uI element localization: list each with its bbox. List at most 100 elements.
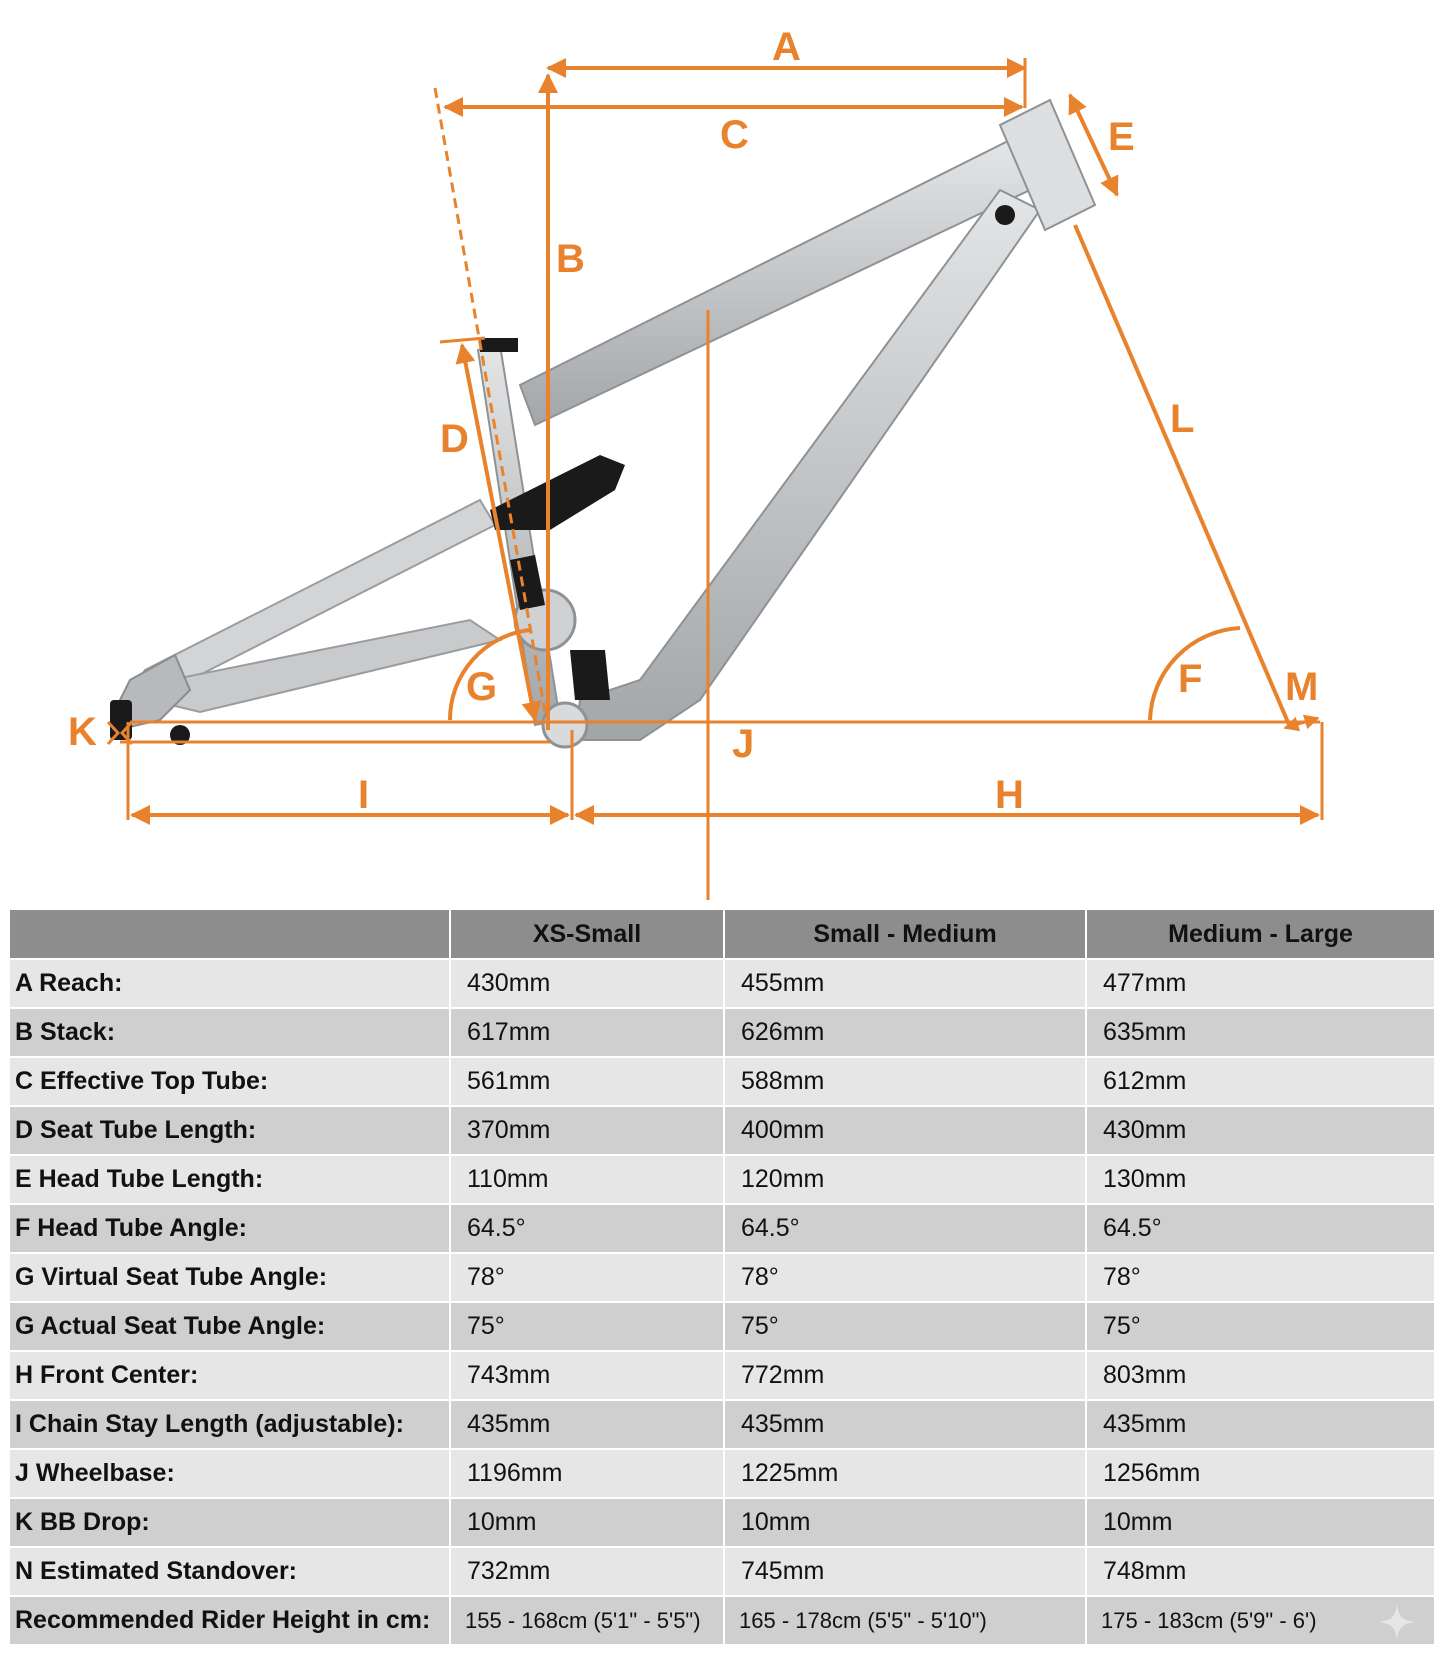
cell-value: 75° xyxy=(450,1302,725,1352)
header-size-xs-small: XS-Small xyxy=(450,910,725,960)
cell-value: 561mm xyxy=(450,1057,725,1107)
row-label: J Wheelbase: xyxy=(10,1449,451,1499)
cell-value: 430mm xyxy=(450,959,725,1009)
row-label: I Chain Stay Length (adjustable): xyxy=(10,1400,451,1450)
cell-value: 803mm xyxy=(1086,1351,1436,1401)
row-label: F Head Tube Angle: xyxy=(10,1204,451,1254)
dim-m-offset xyxy=(1283,714,1320,732)
dim-e-head-tube xyxy=(1068,93,1119,197)
seatpost-clamp xyxy=(480,338,518,352)
cell-value: 64.5° xyxy=(450,1204,725,1254)
cell-value: 10mm xyxy=(1086,1498,1436,1548)
cell-value: 64.5° xyxy=(724,1204,1087,1254)
cell-value: 1256mm xyxy=(1086,1449,1436,1499)
cell-value: 635mm xyxy=(1086,1008,1436,1058)
label-f: F xyxy=(1178,657,1202,701)
label-j: J xyxy=(732,722,754,766)
label-c: C xyxy=(720,113,749,157)
rear-axle xyxy=(170,725,190,745)
cell-value: 120mm xyxy=(724,1155,1087,1205)
bike-frame xyxy=(110,98,1097,749)
dim-f-angle-arc xyxy=(1148,626,1241,721)
row-label: B Stack: xyxy=(10,1008,451,1058)
table-row: F Head Tube Angle:64.5°64.5°64.5° xyxy=(10,1204,1436,1254)
cell-value: 455mm xyxy=(724,959,1087,1009)
cell-value: 1196mm xyxy=(450,1449,725,1499)
geometry-table: XS-Small Small - Medium Medium - Large A… xyxy=(10,910,1436,1646)
row-label: E Head Tube Length: xyxy=(10,1155,451,1205)
row-label: H Front Center: xyxy=(10,1351,451,1401)
cell-value: 626mm xyxy=(724,1008,1087,1058)
cell-value: 175 - 183cm (5'9" - 6') xyxy=(1086,1596,1436,1646)
label-i: I xyxy=(358,773,369,817)
cell-value: 130mm xyxy=(1086,1155,1436,1205)
cell-value: 748mm xyxy=(1086,1547,1436,1597)
table-row: G Actual Seat Tube Angle:75°75°75° xyxy=(10,1302,1436,1352)
cell-value: 477mm xyxy=(1086,959,1436,1009)
down-tube xyxy=(573,188,1042,741)
row-label: N Estimated Standover: xyxy=(10,1547,451,1597)
label-k: K xyxy=(68,710,97,754)
cell-value: 78° xyxy=(724,1253,1087,1303)
cell-value: 370mm xyxy=(450,1106,725,1156)
cell-value: 10mm xyxy=(724,1498,1087,1548)
header-blank xyxy=(10,910,451,960)
dimension-lines xyxy=(106,58,1324,900)
cable-port xyxy=(995,205,1015,225)
cell-value: 1225mm xyxy=(724,1449,1087,1499)
bottom-bracket xyxy=(541,701,589,749)
dim-l-fork-line xyxy=(1073,224,1292,728)
cell-value: 732mm xyxy=(450,1547,725,1597)
cell-value: 745mm xyxy=(724,1547,1087,1597)
label-a: A xyxy=(772,25,801,69)
label-m: M xyxy=(1285,665,1318,709)
table-header-row: XS-Small Small - Medium Medium - Large xyxy=(10,910,1436,960)
cell-value: 400mm xyxy=(724,1106,1087,1156)
cell-value: 588mm xyxy=(724,1057,1087,1107)
cell-value: 75° xyxy=(724,1302,1087,1352)
cell-value: 75° xyxy=(1086,1302,1436,1352)
row-label: D Seat Tube Length: xyxy=(10,1106,451,1156)
row-label: G Virtual Seat Tube Angle: xyxy=(10,1253,451,1303)
label-g: G xyxy=(466,665,497,709)
header-size-small-medium: Small - Medium xyxy=(724,910,1087,960)
cell-value: 435mm xyxy=(724,1400,1087,1450)
cell-value: 430mm xyxy=(1086,1106,1436,1156)
row-label: A Reach: xyxy=(10,959,451,1009)
cell-value: 165 - 178cm (5'5" - 5'10") xyxy=(724,1596,1087,1646)
cell-value: 435mm xyxy=(450,1400,725,1450)
row-label: G Actual Seat Tube Angle: xyxy=(10,1302,451,1352)
cell-value: 78° xyxy=(450,1253,725,1303)
pivot-mount xyxy=(570,650,610,700)
head-tube xyxy=(998,98,1097,232)
label-b: B xyxy=(556,237,585,281)
label-l: L xyxy=(1170,397,1194,441)
sparkle-icon xyxy=(1379,1604,1415,1640)
cell-value: 743mm xyxy=(450,1351,725,1401)
label-e: E xyxy=(1108,115,1135,159)
header-size-medium-large: Medium - Large xyxy=(1086,910,1436,960)
row-label: Recommended Rider Height in cm: xyxy=(10,1596,451,1646)
cell-value: 10mm xyxy=(450,1498,725,1548)
frame-geometry-diagram: A C B E D L F G M K J I H xyxy=(68,25,1324,900)
cell-value: 155 - 168cm (5'1" - 5'5") xyxy=(450,1596,725,1646)
dim-g-angle-arc xyxy=(447,628,531,721)
row-label: K BB Drop: xyxy=(10,1498,451,1548)
cell-value: 617mm xyxy=(450,1008,725,1058)
row-label: C Effective Top Tube: xyxy=(10,1057,451,1107)
cell-value: 78° xyxy=(1086,1253,1436,1303)
table-row: G Virtual Seat Tube Angle:78°78°78° xyxy=(10,1253,1436,1303)
label-h: H xyxy=(995,773,1024,817)
table-row: Recommended Rider Height in cm:155 - 168… xyxy=(10,1596,1436,1646)
